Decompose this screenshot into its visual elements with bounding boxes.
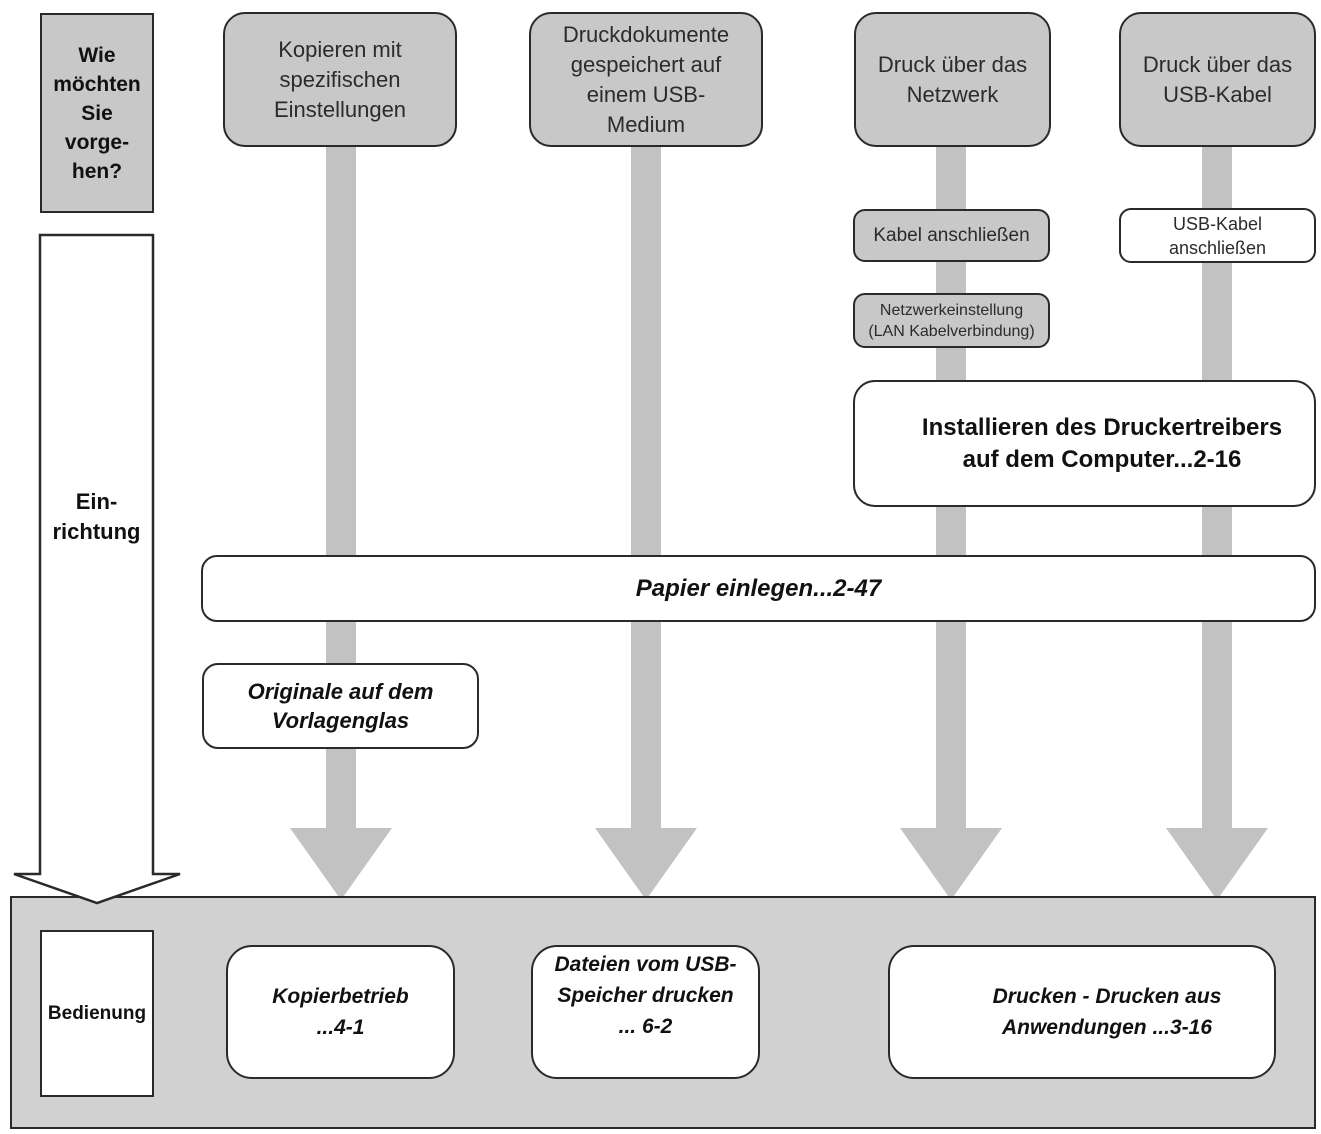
- load-paper-step: Papier einlegen...2-47: [201, 555, 1316, 622]
- copy-header-line-2: spezifischen: [279, 66, 401, 92]
- install-driver-line-2: auf dem Computer...2-16: [962, 445, 1242, 473]
- question-line-5: hen?: [71, 159, 123, 183]
- originals-line-1: Originale auf dem: [247, 679, 434, 704]
- copy-header-line-1: Kopieren mit: [278, 36, 402, 62]
- usb-print-line-1: Dateien vom USB-: [554, 953, 737, 976]
- copy-mode-result: Kopierbetrieb ...4-1: [226, 945, 455, 1079]
- network-setting-line-1: Netzwerkeinstellung: [879, 301, 1024, 319]
- operation-label-box: Bedienung: [40, 930, 154, 1097]
- copy-settings-header: Kopieren mit spezifischen Einstellungen: [223, 12, 457, 147]
- network-column-arrowhead: [900, 828, 1002, 900]
- copy-header-line-3: Einstellungen: [273, 96, 407, 122]
- setup-label: Ein- richtung: [40, 485, 153, 549]
- usb-print-line-3: ... 6-2: [618, 1015, 673, 1038]
- usb-docs-column-shaft: [631, 145, 661, 830]
- copy-mode-line-2: ...4-1: [316, 1016, 365, 1039]
- connect-usb-line-2: anschließen: [1168, 237, 1267, 258]
- question-line-4: vorge-: [64, 130, 130, 154]
- copy-mode-line-1: Kopierbetrieb: [272, 985, 409, 1008]
- question-box: Wie möchten Sie vorge- hen?: [40, 13, 154, 213]
- usb-print-line-2: Speicher drucken: [557, 984, 734, 1007]
- install-driver-step: Installieren des Druckertreibers auf dem…: [853, 380, 1316, 507]
- question-line-2: möchten: [53, 72, 141, 96]
- connect-cable-step: Kabel anschließen: [853, 209, 1050, 262]
- copy-column-arrowhead: [290, 828, 392, 900]
- usb-docs-header-line-4: Medium: [606, 111, 686, 137]
- network-header-line-1: Druck über das: [877, 51, 1028, 77]
- setup-label-line-2: richtung: [52, 519, 141, 544]
- usb-docs-header-line-3: einem USB-: [586, 81, 706, 107]
- setup-label-line-1: Ein-: [75, 489, 118, 514]
- usb-documents-header: Druckdokumente gespeichert auf einem USB…: [529, 12, 763, 147]
- connect-cable-label: Kabel anschließen: [873, 224, 1030, 246]
- install-driver-line-1: Installieren des Druckertreibers: [921, 413, 1283, 441]
- originals-step: Originale auf dem Vorlagenglas: [202, 663, 479, 749]
- app-print-line-1: Drucken - Drucken aus: [992, 985, 1222, 1008]
- network-setting-step: Netzwerkeinstellung (LAN Kabelverbindung…: [853, 293, 1050, 348]
- usb-cable-header-line-2: USB-Kabel: [1163, 81, 1272, 107]
- usb-docs-header-line-1: Druckdokumente: [562, 21, 730, 47]
- usb-cable-print-header: Druck über das USB-Kabel: [1119, 12, 1316, 147]
- question-line-1: Wie: [78, 43, 116, 67]
- connect-usb-step: USB-Kabel anschließen: [1119, 208, 1316, 263]
- app-print-line-2: Anwendungen ...3-16: [1001, 1016, 1213, 1039]
- network-print-header: Druck über das Netzwerk: [854, 12, 1051, 147]
- usb-docs-column-arrowhead: [595, 828, 697, 900]
- connect-usb-line-1: USB-Kabel: [1172, 213, 1263, 234]
- usb-cable-column-arrowhead: [1166, 828, 1268, 900]
- operation-label: Bedienung: [47, 1002, 147, 1024]
- originals-line-2: Vorlagenglas: [271, 708, 410, 733]
- usb-cable-header-line-1: Druck über das: [1142, 51, 1293, 77]
- usb-print-result: Dateien vom USB- Speicher drucken ... 6-…: [531, 945, 760, 1079]
- app-print-result: Drucken - Drucken aus Anwendungen ...3-1…: [888, 945, 1276, 1079]
- question-line-3: Sie: [81, 101, 113, 125]
- network-header-line-2: Netzwerk: [906, 81, 999, 107]
- setup-arrow-shape: [13, 233, 181, 905]
- load-paper-label: Papier einlegen...2-47: [635, 574, 882, 602]
- network-setting-line-2: (LAN Kabelverbindung): [868, 322, 1035, 340]
- usb-docs-header-line-2: gespeichert auf: [570, 51, 722, 77]
